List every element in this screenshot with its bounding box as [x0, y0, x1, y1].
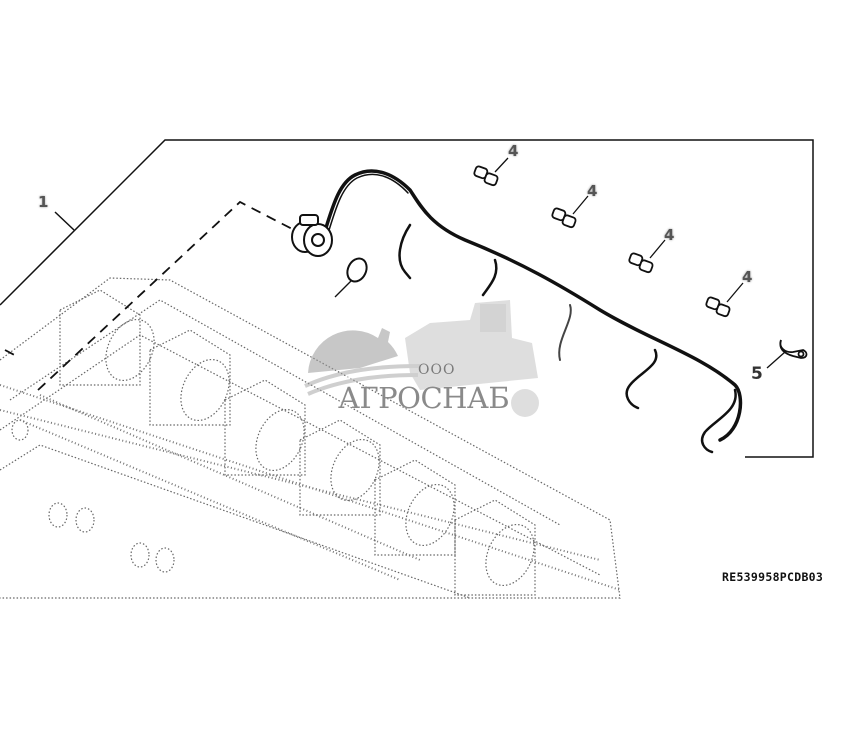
kit-boundary-frame	[0, 139, 814, 458]
callout-4-clip-a[interactable]: 4	[508, 142, 519, 160]
callout-4-clip-b[interactable]: 4	[587, 182, 598, 200]
clip-leaders	[494, 157, 744, 303]
o-ring	[334, 257, 368, 298]
engine-phantom-detail	[0, 384, 621, 591]
callout-5[interactable]: 5	[751, 364, 763, 384]
watermark-logo-icon	[304, 300, 539, 417]
callout-4-clip-d[interactable]: 4	[742, 268, 753, 286]
connector	[291, 214, 333, 257]
callout-1-leader	[54, 211, 75, 231]
clip-parts	[473, 165, 731, 318]
bracket-part	[766, 339, 808, 369]
watermark-prefix: ООО	[418, 362, 456, 378]
watermark-company-name: АГРОСНАБ	[338, 381, 510, 415]
callout-4-clip-c[interactable]: 4	[664, 226, 675, 244]
diagram-reference-code: RE539958PCDB03	[722, 570, 824, 584]
assembly-dashed-line	[4, 200, 299, 391]
callout-1[interactable]: 1	[38, 193, 49, 211]
wiring-harness	[318, 169, 743, 454]
engine-phantom-outline	[0, 277, 621, 599]
